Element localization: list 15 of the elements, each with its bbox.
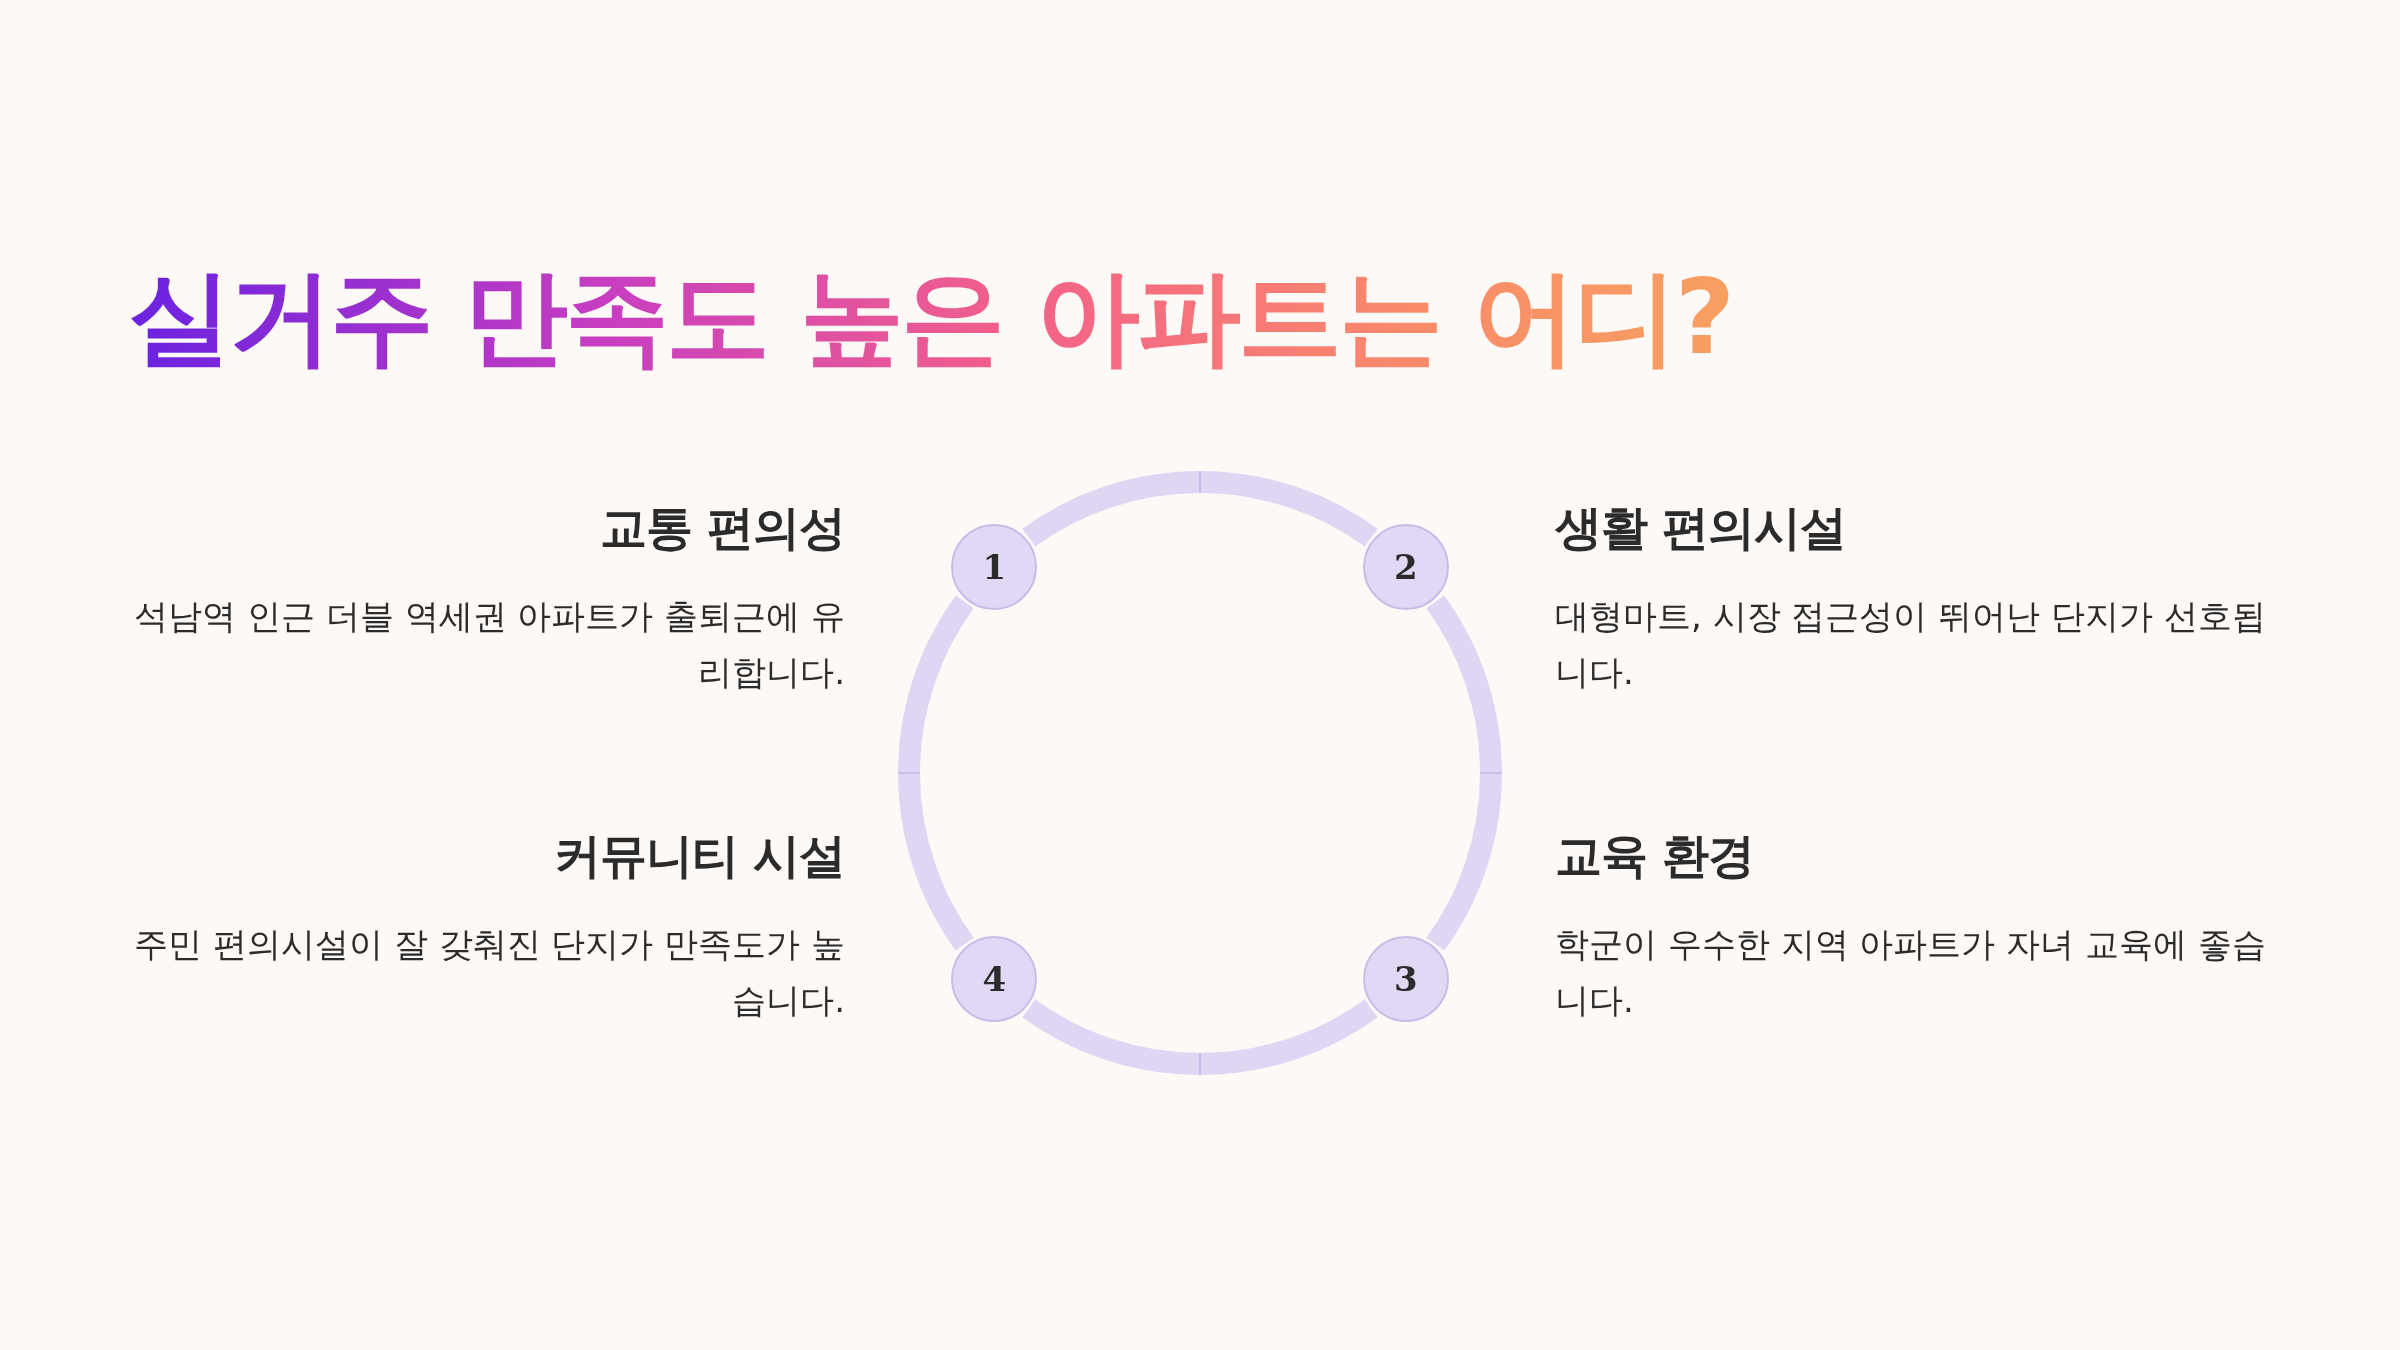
number-circle: 4 bbox=[951, 935, 1038, 1022]
ring-arc bbox=[1022, 471, 1378, 547]
number-circle: 1 bbox=[951, 524, 1038, 611]
section-heading: 교육 환경 bbox=[1555, 828, 1755, 885]
ring-arc bbox=[1022, 999, 1378, 1075]
description-text: 학군이 우수한 지역 아파트가 자녀 교육에 좋습니다. bbox=[1555, 923, 2267, 1022]
description-text: 주민 편의시설이 잘 갖춰진 단지가 만족도가 높습니다. bbox=[133, 923, 845, 1022]
number-circle: 3 bbox=[1362, 935, 1449, 1022]
section-heading: 커뮤니티 시설 bbox=[553, 828, 845, 885]
ring-arc bbox=[1426, 595, 1502, 951]
section-heading: 교통 편의성 bbox=[599, 500, 845, 557]
description-text: 석남역 인근 더블 역세권 아파트가 출퇴근에 유리합니다. bbox=[133, 595, 845, 694]
section-heading: 생활 편의시설 bbox=[1555, 500, 1847, 557]
description-text: 대형마트, 시장 접근성이 뛰어난 단지가 선호됩니다. bbox=[1555, 595, 2267, 694]
number-circle: 2 bbox=[1362, 524, 1449, 611]
